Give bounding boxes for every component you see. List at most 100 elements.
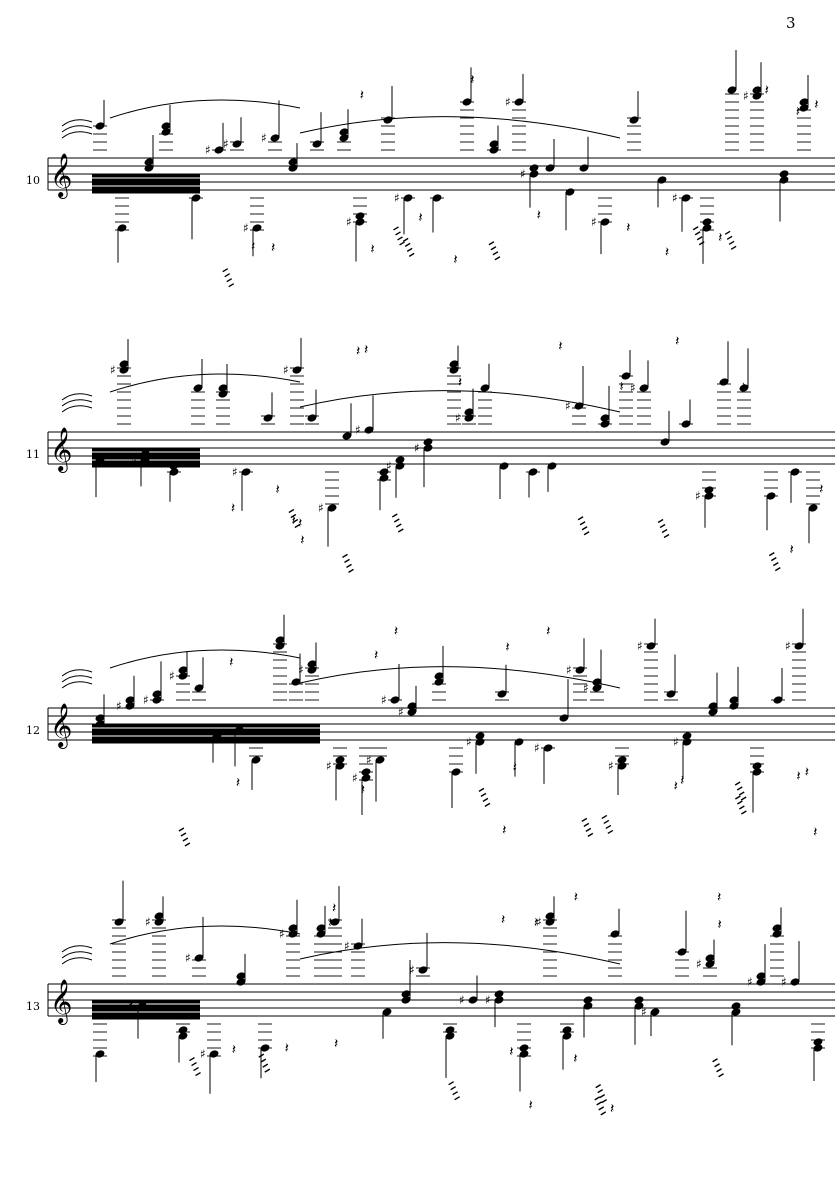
tremolo-mark — [600, 1111, 607, 1116]
measure-number: 11 — [26, 448, 40, 461]
notehead — [275, 642, 285, 650]
notehead — [499, 462, 509, 470]
notehead — [592, 678, 602, 686]
notehead — [95, 1050, 105, 1058]
tremolo-mark — [598, 1106, 605, 1111]
tremolo-mark — [222, 268, 229, 273]
notehead — [519, 1050, 529, 1058]
sharp-icon: ♯ — [143, 693, 149, 707]
notehead — [140, 450, 150, 458]
notehead — [562, 1032, 572, 1040]
tremolo-mark — [348, 568, 354, 573]
notehead — [464, 414, 474, 422]
notehead — [316, 930, 326, 938]
tremolo-mark — [583, 531, 590, 536]
tremolo-mark — [728, 240, 735, 245]
tremolo-mark — [488, 241, 495, 246]
rest-icon: 𝄽 — [796, 768, 800, 784]
rest-icon: 𝄽 — [718, 230, 722, 246]
tremolo-mark — [734, 781, 741, 786]
sharp-icon: ♯ — [145, 915, 151, 929]
notehead — [445, 1032, 455, 1040]
slur — [299, 666, 621, 689]
sharp-icon: ♯ — [466, 735, 472, 749]
notehead — [704, 486, 714, 494]
tremolo-mark — [694, 231, 701, 236]
notehead — [178, 1026, 188, 1034]
rest-icon: 𝄽 — [665, 245, 669, 261]
notehead — [547, 462, 557, 470]
tremolo-mark — [724, 230, 731, 235]
notehead — [617, 762, 627, 770]
sharp-icon: ♯ — [352, 771, 358, 785]
tremolo-mark — [397, 236, 403, 241]
notehead — [449, 360, 459, 368]
tremolo-mark — [478, 787, 485, 793]
slur — [299, 390, 621, 413]
slur — [61, 405, 93, 413]
notehead — [494, 990, 504, 998]
notehead — [125, 696, 135, 704]
sharp-icon: ♯ — [696, 957, 702, 971]
tremolo-mark — [599, 1093, 606, 1099]
rest-icon: 𝄽 — [819, 482, 823, 498]
notehead — [660, 438, 670, 446]
notehead — [813, 1038, 823, 1046]
notehead — [191, 194, 201, 202]
notehead — [379, 468, 389, 476]
notehead — [756, 972, 766, 980]
notehead — [682, 738, 692, 746]
tremolo-mark — [768, 552, 775, 557]
tremolo-mark — [195, 1071, 201, 1077]
sharp-icon: ♯ — [366, 753, 372, 767]
notehead — [677, 948, 687, 956]
notehead — [731, 1002, 741, 1010]
notehead — [639, 384, 649, 392]
rest-icon: 𝄽 — [680, 773, 684, 789]
sharp-icon: ♯ — [409, 963, 415, 977]
rest-icon: 𝄽 — [765, 82, 769, 98]
notehead — [583, 996, 593, 1004]
notehead — [218, 384, 228, 392]
notehead — [209, 1050, 219, 1058]
rest-icon: 𝄽 — [285, 1040, 289, 1056]
rest-icon: 𝄽 — [271, 240, 275, 256]
tremolo-mark — [595, 1083, 602, 1089]
notehead — [808, 504, 818, 512]
notehead — [702, 218, 712, 226]
tremolo-mark — [594, 1096, 601, 1101]
tremolo-mark — [224, 273, 231, 278]
tremolo-mark — [605, 824, 612, 830]
tremolo-mark — [402, 237, 409, 242]
notehead — [794, 642, 804, 650]
rest-icon: 𝄽 — [790, 542, 794, 558]
notehead — [449, 366, 459, 374]
tremolo-mark — [408, 252, 415, 257]
sharp-icon: ♯ — [608, 759, 614, 773]
notehead — [339, 128, 349, 136]
rest-icon: 𝄽 — [741, 380, 745, 396]
notehead — [375, 756, 385, 764]
notehead — [236, 972, 246, 980]
notehead — [252, 224, 262, 232]
tremolo-mark — [397, 528, 404, 533]
notehead — [418, 966, 428, 974]
tremolo-mark — [601, 1098, 608, 1104]
notehead — [395, 462, 405, 470]
rest-icon: 𝄽 — [610, 1101, 614, 1117]
notehead — [251, 756, 261, 764]
slur — [61, 125, 93, 133]
treble-clef-icon: 𝄞 — [50, 153, 72, 199]
notehead — [382, 1008, 392, 1016]
sharp-icon: ♯ — [459, 993, 465, 1007]
sharp-icon: ♯ — [747, 975, 753, 989]
rest-icon: 𝄽 — [251, 239, 255, 255]
notehead — [497, 690, 507, 698]
tremolo-mark — [484, 802, 491, 808]
rest-icon: 𝄽 — [298, 515, 302, 531]
tremolo-mark — [712, 1058, 718, 1063]
tremolo-mark — [726, 235, 733, 240]
sharp-icon: ♯ — [534, 741, 540, 755]
rest-icon: 𝄽 — [717, 890, 721, 906]
tremolo-mark — [657, 518, 664, 524]
